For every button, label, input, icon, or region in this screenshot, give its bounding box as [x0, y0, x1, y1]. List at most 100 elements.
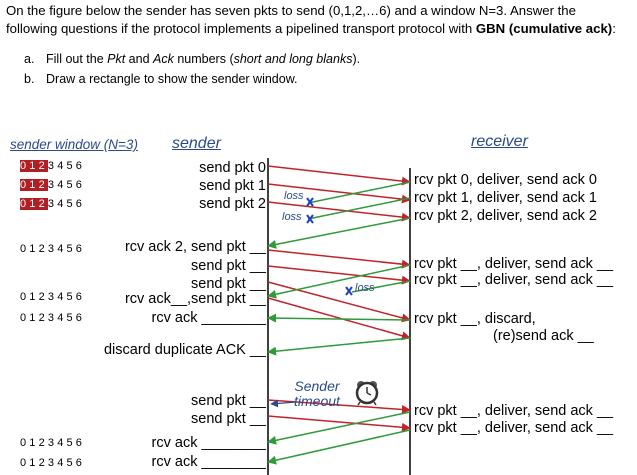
sender-event: rcv ack ________ — [151, 454, 266, 470]
x-mark-icon — [345, 286, 353, 296]
question-a-label: a. — [24, 52, 35, 66]
window-seq-number: 4 — [57, 312, 65, 324]
ack-arrow — [267, 411, 411, 445]
window-seq-number: 5 — [66, 243, 74, 255]
window-seq-number: 5 — [66, 198, 74, 210]
receiver-event: rcv pkt 2, deliver, send ack 2 — [414, 208, 597, 224]
packet-arrow — [267, 201, 411, 222]
timeout-line-1: Sender — [294, 378, 340, 394]
sender-event: send pkt 0 — [199, 160, 266, 176]
window-seq-number: 3 — [47, 160, 56, 172]
window-seq-number-highlighted: 0 — [20, 179, 30, 191]
window-seq-number-highlighted: 0 — [20, 198, 30, 210]
packet-arrow — [267, 297, 411, 341]
window-seq-number: 4 — [57, 457, 65, 469]
window-seq-number: 5 — [66, 179, 74, 191]
packet-arrow — [267, 399, 411, 414]
window-seq-number: 4 — [57, 291, 65, 303]
receiver-event: rcv pkt 0, deliver, send ack 0 — [414, 172, 597, 188]
question-a-end: ). — [352, 52, 361, 66]
window-seq-number: 0 — [20, 243, 28, 255]
x-mark-icon — [306, 197, 314, 207]
sender-event: send pkt __ — [191, 258, 266, 274]
window-seq-number: 0 — [20, 437, 28, 449]
loss-label: loss — [282, 211, 302, 223]
window-seq-number: 1 — [29, 291, 37, 303]
receiver-event: rcv pkt __, deliver, send ack __ — [414, 403, 614, 419]
question-a-ack: Ack — [153, 52, 174, 66]
window-seq-number: 5 — [66, 437, 74, 449]
window-seq-number: 3 — [47, 312, 56, 324]
window-seq-number: 0 — [20, 291, 28, 303]
ack-arrow-lost — [351, 280, 411, 293]
sender-event: send pkt 2 — [199, 196, 266, 212]
window-seq-number-highlighted: 1 — [29, 160, 39, 172]
window-seq-number: 2 — [38, 457, 46, 469]
sender-event: rcv ack__,send pkt __ — [124, 291, 266, 307]
window-seq-number: 6 — [75, 198, 84, 210]
window-seq-number-highlighted: 2 — [38, 160, 48, 172]
window-seq-number: 4 — [57, 198, 65, 210]
sender-event: rcv ack ________ — [151, 310, 266, 326]
question-b-text: Draw a rectangle to show the sender wind… — [46, 72, 298, 86]
ack-arrow-lost — [307, 197, 411, 220]
window-seq-number: 3 — [47, 198, 56, 210]
receiver-event: rcv pkt __, deliver, send ack __ — [414, 272, 614, 288]
window-seq-number: 6 — [75, 179, 84, 191]
window-seq-number: 3 — [47, 457, 56, 469]
sender-event: discard duplicate ACK __ — [103, 342, 266, 358]
window-seq-number: 1 — [29, 312, 37, 324]
sender-event: send pkt 1 — [199, 178, 266, 194]
intro-gbn-bold: GBN (cumulative ack) — [475, 21, 613, 36]
window-seq-number: 5 — [66, 291, 74, 303]
window-seq-number: 3 — [47, 437, 56, 449]
receiver-event: rcv pkt 1, deliver, send ack 1 — [414, 190, 597, 206]
ack-arrow-lost — [307, 181, 411, 204]
receiver-event: rcv pkt __, deliver, send ack __ — [414, 420, 614, 436]
question-a-blanks: short and long blanks — [233, 52, 353, 66]
window-seq-number: 2 — [38, 243, 46, 255]
question-a-pkt: Pkt — [107, 52, 126, 66]
window-seq-number-highlighted: 0 — [20, 160, 30, 172]
sender-header: sender — [172, 135, 221, 152]
ack-arrow — [267, 264, 411, 299]
loss-label: loss — [355, 282, 375, 294]
intro-line-2-end: : — [612, 21, 616, 36]
sender-event: send pkt __ — [191, 393, 266, 409]
packet-arrow — [267, 415, 411, 432]
question-b: b. Draw a rectangle to show the sender wi… — [24, 72, 298, 86]
window-seq-number: 6 — [75, 457, 84, 469]
window-seq-number: 5 — [66, 312, 74, 324]
receiver-event: rcv pkt __, deliver, send ack __ — [414, 256, 614, 272]
window-seq-number-highlighted: 2 — [38, 198, 48, 210]
receiver-header: receiver — [471, 133, 528, 150]
window-seq-number: 4 — [57, 243, 65, 255]
packet-arrow — [267, 183, 411, 204]
timeout-line-2: timeout — [294, 393, 340, 409]
sender-timeout-label: Sender timeout — [294, 379, 340, 409]
window-seq-number: 6 — [75, 243, 84, 255]
question-b-label: b. — [24, 72, 35, 86]
question-a-post: numbers ( — [173, 52, 234, 66]
window-seq-number: 1 — [29, 457, 37, 469]
window-seq-number: 6 — [75, 160, 84, 172]
packet-arrow — [267, 249, 411, 269]
window-seq-number: 2 — [38, 312, 46, 324]
packet-arrow — [267, 281, 411, 323]
timeout-arrow — [270, 399, 297, 408]
window-seq-number: 0 — [20, 457, 28, 469]
window-seq-number: 3 — [47, 291, 56, 303]
window-seq-number: 4 — [57, 160, 65, 172]
window-seq-number: 1 — [29, 437, 37, 449]
window-seq-number: 2 — [38, 291, 46, 303]
window-seq-number: 6 — [75, 312, 84, 324]
ack-arrow — [267, 337, 411, 356]
